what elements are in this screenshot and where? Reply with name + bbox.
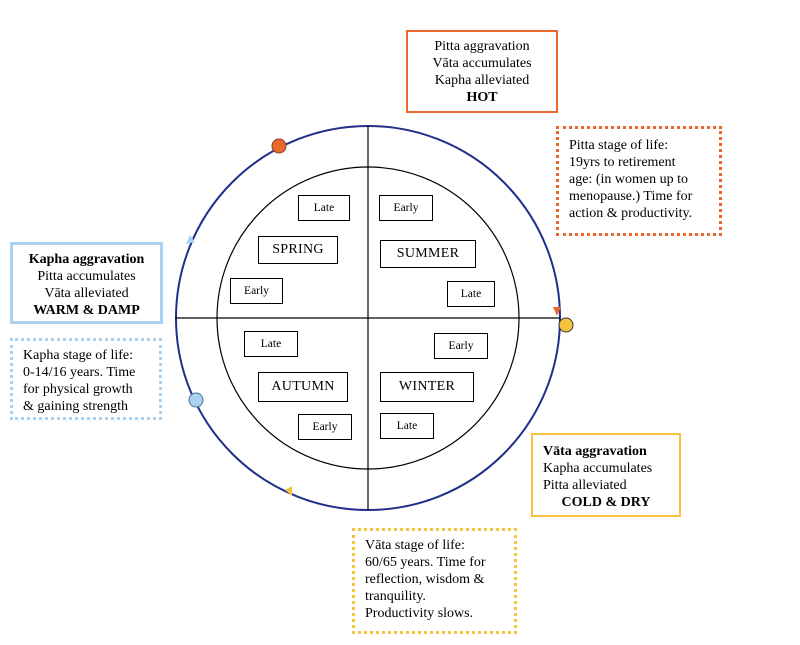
kapha-stage-line-2: 0-14/16 years. Time <box>23 365 136 380</box>
kapha-box-quality: WARM & DAMP <box>33 303 140 318</box>
season-spring: SPRING <box>258 236 338 264</box>
pitta-dot <box>271 138 287 154</box>
kapha-box-line-3: Vāta alleviated <box>44 286 129 301</box>
vata-stage-line-1: Vāta stage of life: <box>365 538 465 553</box>
winter-late-label: Late <box>380 413 434 439</box>
season-autumn: AUTUMN <box>258 372 348 402</box>
kapha-aggravation-box: Kapha aggravation Pitta accumulates Vāta… <box>10 242 163 324</box>
kapha-arrow-icon <box>186 235 195 244</box>
summer-late-label: Late <box>447 281 495 307</box>
vata-box-line-2: Kapha accumulates <box>543 461 653 476</box>
vata-stage-line-5: Productivity slows. <box>365 606 474 621</box>
vata-arrow-icon <box>285 486 292 496</box>
spring-early-label: Early <box>230 278 283 304</box>
pitta-arrow-icon <box>553 307 561 316</box>
kapha-stage-of-life-box: Kapha stage of life: 0-14/16 years. Time… <box>10 338 162 420</box>
season-winter: WINTER <box>380 372 474 402</box>
autumn-late-label: Late <box>244 331 298 357</box>
kapha-stage-line-1: Kapha stage of life: <box>23 348 134 363</box>
vata-box-quality: COLD & DRY <box>561 495 651 510</box>
kapha-stage-line-3: for physical growth <box>23 382 133 397</box>
vata-stage-line-2: 60/65 years. Time for <box>365 555 486 570</box>
pitta-box-quality: HOT <box>466 90 498 105</box>
vata-stage-of-life-box: Vāta stage of life: 60/65 years. Time fo… <box>352 528 517 634</box>
spring-late-label: Late <box>298 195 350 221</box>
autumn-early-label: Early <box>298 414 352 440</box>
pitta-stage-of-life-box: Pitta stage of life: 19yrs to retirement… <box>556 126 722 236</box>
pitta-box-line-1: Pitta aggravation <box>434 39 530 54</box>
pitta-box-line-3: Kapha alleviated <box>434 73 530 88</box>
vata-dot <box>558 317 574 333</box>
kapha-box-line-1: Kapha aggravation <box>28 252 145 267</box>
pitta-stage-line-3: age: (in women up to <box>569 172 688 187</box>
kapha-stage-line-4: & gaining strength <box>23 399 128 414</box>
kapha-dot <box>188 392 204 408</box>
pitta-aggravation-box: Pitta aggravation Vāta accumulates Kapha… <box>406 30 558 113</box>
summer-early-label: Early <box>379 195 433 221</box>
vata-stage-line-4: tranquility. <box>365 589 426 604</box>
pitta-box-line-2: Vāta accumulates <box>432 56 532 71</box>
pitta-stage-line-2: 19yrs to retirement <box>569 155 676 170</box>
pitta-stage-line-1: Pitta stage of life: <box>569 138 669 153</box>
vata-box-line-3: Pitta alleviated <box>543 478 627 493</box>
pitta-stage-line-4: menopause.) Time for <box>569 189 693 204</box>
vata-aggravation-box: Vāta aggravation Kapha accumulates Pitta… <box>531 433 681 517</box>
season-summer: SUMMER <box>380 240 476 268</box>
winter-early-label: Early <box>434 333 488 359</box>
vata-box-line-1: Vāta aggravation <box>543 444 647 459</box>
vata-stage-line-3: reflection, wisdom & <box>365 572 485 587</box>
pitta-stage-line-5: action & productivity. <box>569 206 693 221</box>
kapha-box-line-2: Pitta accumulates <box>37 269 136 284</box>
